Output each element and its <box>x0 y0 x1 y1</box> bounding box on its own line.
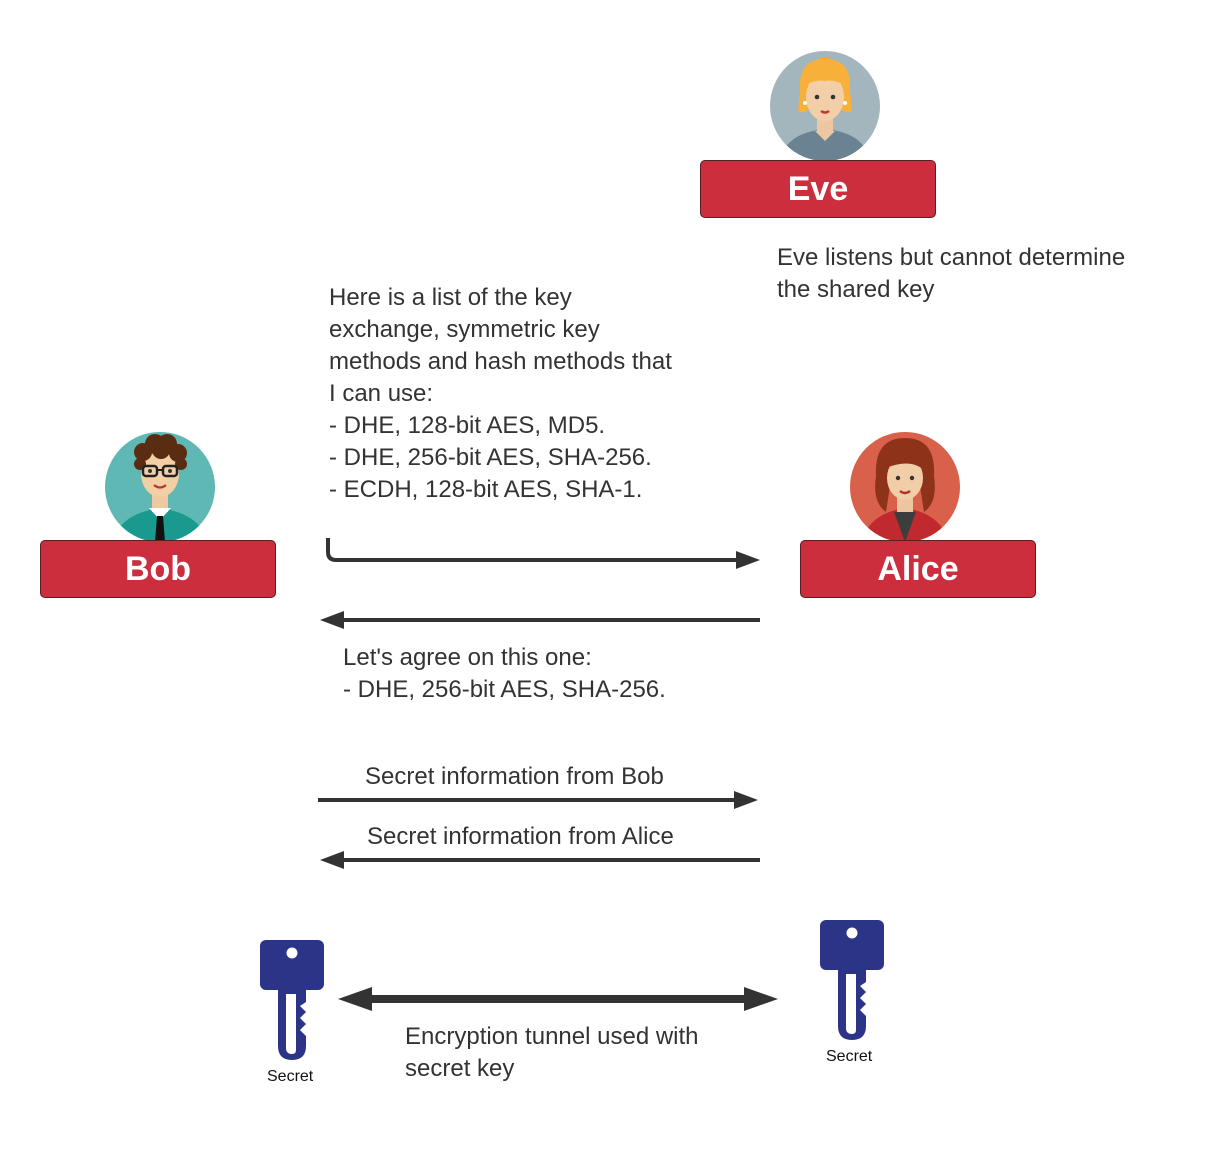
offer-line: - ECDH, 128-bit AES, SHA-1. <box>329 476 643 503</box>
eve-caption-line: Eve listens but cannot determine <box>777 244 1126 271</box>
eve-caption: Eve listens but cannot determine the sha… <box>777 242 1125 306</box>
agree-line: Let's agree on this one: <box>343 644 592 671</box>
tunnel-message: Encryption tunnel used with secret key <box>405 1021 699 1085</box>
secret-alice-label: Secret information from Alice <box>367 823 674 850</box>
tunnel-line: Encryption tunnel used with <box>405 1023 699 1050</box>
offer-line: I can use: <box>329 380 434 407</box>
agree-message: Let's agree on this one: - DHE, 256-bit … <box>343 642 666 706</box>
secret-bob-label: Secret information from Bob <box>365 763 664 790</box>
alice-avatar <box>850 432 960 542</box>
bob-avatar <box>105 432 215 542</box>
left-key-label: Secret <box>267 1068 314 1085</box>
offer-line: - DHE, 256-bit AES, SHA-256. <box>329 444 652 471</box>
offer-line: exchange, symmetric key <box>329 316 600 343</box>
tunnel-line: secret key <box>405 1055 515 1082</box>
right-key-label: Secret <box>826 1048 873 1065</box>
eve-avatar <box>770 51 880 161</box>
bob-name-box: Bob <box>40 540 276 598</box>
alice-name-box: Alice <box>800 540 1036 598</box>
eve-caption-line: the shared key <box>777 276 935 303</box>
agree-line: - DHE, 256-bit AES, SHA-256. <box>343 676 666 703</box>
right-key-icon <box>820 920 884 1040</box>
offer-line: methods and hash methods that <box>329 348 672 375</box>
offer-message: Here is a list of the key exchange, symm… <box>329 282 672 506</box>
left-key-icon <box>260 940 324 1060</box>
offer-line: - DHE, 128-bit AES, MD5. <box>329 412 606 439</box>
eve-name-box: Eve <box>700 160 936 218</box>
offer-line: Here is a list of the key <box>329 284 572 311</box>
